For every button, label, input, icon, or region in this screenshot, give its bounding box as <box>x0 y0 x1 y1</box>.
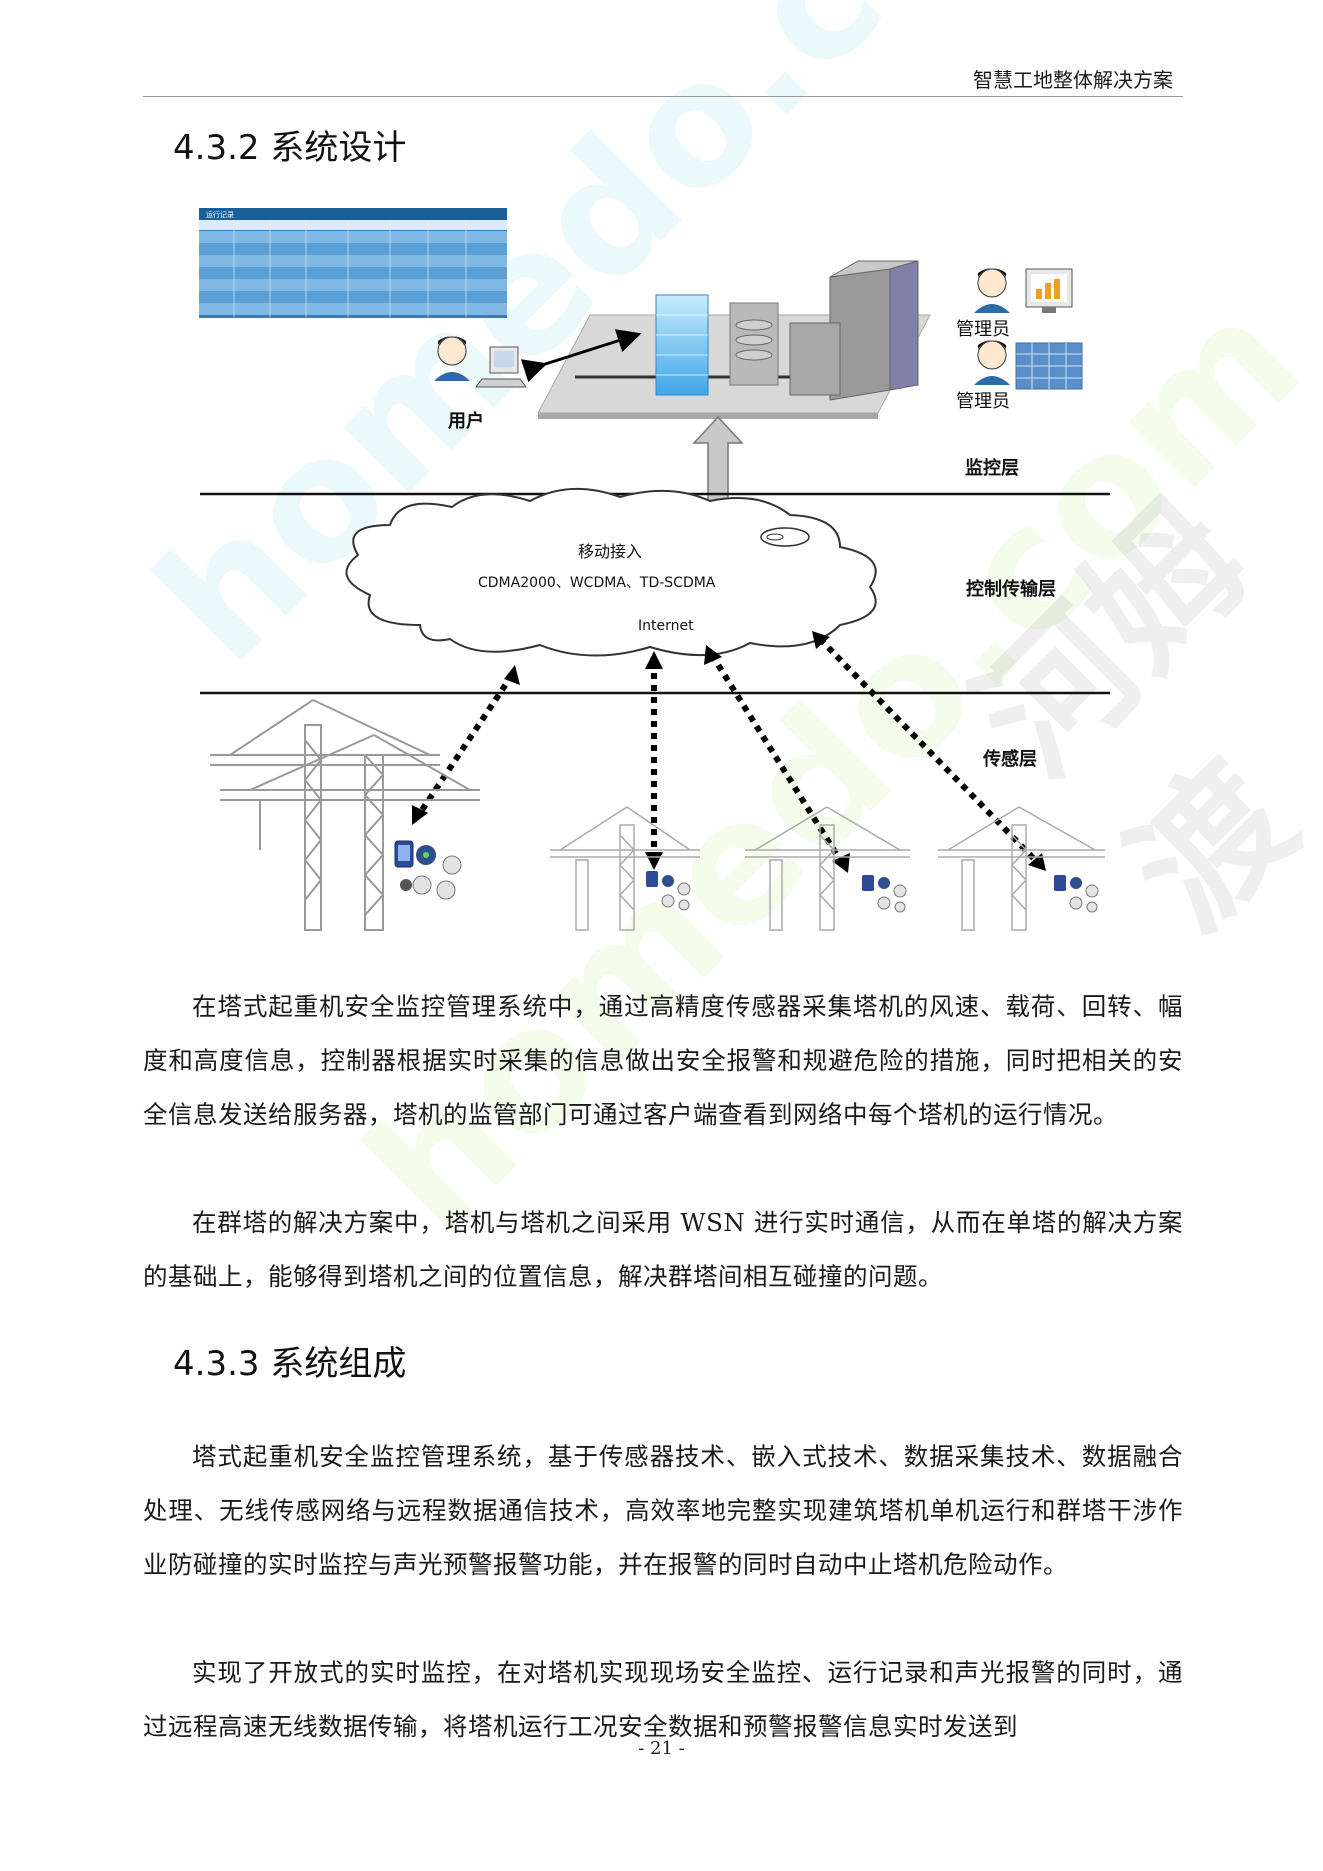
arrowhead-2-top <box>645 651 663 669</box>
cabinet-small-icon <box>789 322 841 396</box>
admin-icon-2 <box>974 340 1010 385</box>
arrowhead-2-bottom <box>645 852 663 870</box>
admin-label-2: 管理员 <box>956 391 1010 412</box>
cloud-text-mobile-access: 移动接入 <box>578 542 642 561</box>
layer-label-sensor: 传感层 <box>982 748 1037 770</box>
header-rule <box>143 96 1183 97</box>
dotted-arrow-crane-4 <box>817 636 1041 866</box>
paragraph-system-composition: 塔式起重机安全监控管理系统，基于传感器技术、嵌入式技术、数据采集技术、数据融合处… <box>143 1441 1183 1579</box>
page-number: - 21 - <box>638 1738 685 1759</box>
admin-video-wall-icon <box>1015 342 1083 390</box>
arrowhead-1-bottom <box>412 805 428 825</box>
paragraph-group-tower: 在群塔的解决方案中，塔机与塔机之间采用 WSN 进行实时通信，从而在单塔的解决方… <box>143 1207 1183 1291</box>
user-icon <box>434 336 527 388</box>
sensor-devices-1 <box>394 840 462 900</box>
layer-label-monitor: 监控层 <box>965 457 1019 479</box>
server-rack-icon <box>655 294 709 396</box>
network-cloud <box>345 488 877 657</box>
server-platform <box>537 260 931 419</box>
sensor-devices-3 <box>862 875 907 913</box>
arrowhead-3-top <box>704 645 722 665</box>
crane-group-3 <box>745 806 910 931</box>
user-server-arrow <box>520 329 642 383</box>
section-heading-432: 4.3.2 系统设计 <box>173 128 407 168</box>
arrowhead-1-top <box>504 665 520 685</box>
sensor-devices-4 <box>1054 875 1099 913</box>
crane-group-4 <box>938 806 1105 931</box>
running-header: 智慧工地整体解决方案 <box>973 68 1173 92</box>
section-heading-433: 4.3.3 系统组成 <box>173 1344 407 1384</box>
user-label: 用户 <box>448 410 484 432</box>
running-record-table: 运行记录 <box>199 208 507 318</box>
layer-label-transport: 控制传输层 <box>966 578 1056 600</box>
arrowhead-3-bottom <box>832 853 850 873</box>
paragraph-crane-monitoring: 在塔式起重机安全监控管理系统中，通过高精度传感器采集塔机的风速、载荷、回转、幅度… <box>143 991 1183 1129</box>
cloud-text-internet: Internet <box>638 618 694 634</box>
admin-label-1: 管理员 <box>956 319 1010 340</box>
dotted-arrow-crane-1 <box>417 673 515 815</box>
crane-group-2 <box>550 806 700 931</box>
cloud-text-protocols: CDMA2000、WCDMA、TD-SCDMA <box>478 575 716 591</box>
admin-icon-1 <box>974 268 1010 313</box>
system-design-diagram: 运行记录 <box>199 208 1110 931</box>
crane-group-1 <box>210 699 480 931</box>
sensor-devices-2 <box>646 871 691 911</box>
dotted-arrow-crane-3 <box>709 653 845 865</box>
arrowhead-4-top <box>812 631 830 649</box>
paragraph-open-monitoring: 实现了开放式的实时监控，在对塔机实现现场安全监控、运行记录和声光报警的同时，通过… <box>143 1657 1183 1741</box>
record-table-title: 运行记录 <box>206 210 234 219</box>
storage-icon <box>729 302 779 386</box>
admin-monitor-icon <box>1025 268 1073 313</box>
